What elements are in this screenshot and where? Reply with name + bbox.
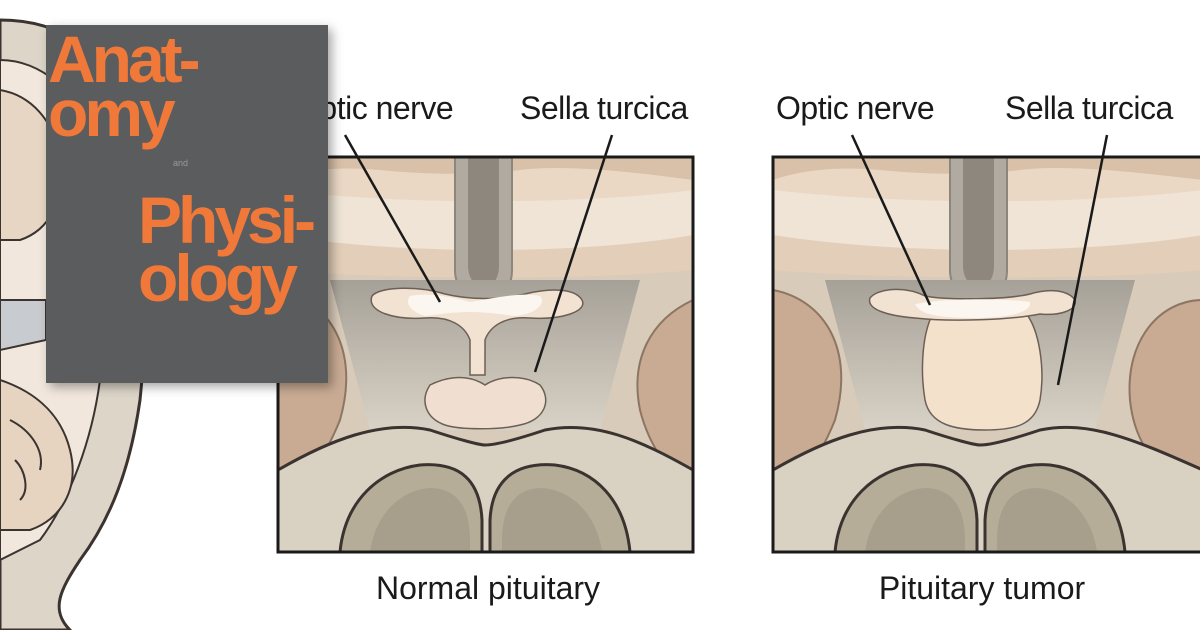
label-optic-nerve-right: Optic nerve: [776, 90, 935, 126]
panel-tumor-frame: [771, 155, 1200, 554]
panel-tumor: [773, 157, 1200, 552]
leader-optic-left: [343, 134, 442, 303]
caption-pituitary-tumor: Pituitary tumor: [878, 570, 1086, 606]
book-cover: Anat- omy and Physi- ology: [46, 25, 328, 383]
leader-optic-right: [850, 134, 932, 306]
cover-title-and: and: [173, 158, 189, 168]
label-sella-turcica-left: Sella turcica: [520, 90, 688, 126]
caption-normal-pituitary: Normal pituitary: [375, 570, 601, 606]
panel-normal: [278, 157, 693, 552]
label-sella-turcica-right: Sella turcica: [1005, 90, 1173, 126]
leader-sella-left: [533, 134, 614, 373]
cover-title-line-5: ology: [138, 241, 298, 315]
leader-sella-right: [1056, 134, 1109, 386]
cover-title-line-1: Anat-: [48, 25, 201, 96]
cover-title-line-2: omy: [48, 76, 176, 150]
cover-title-line-4: Physi-: [138, 183, 316, 257]
